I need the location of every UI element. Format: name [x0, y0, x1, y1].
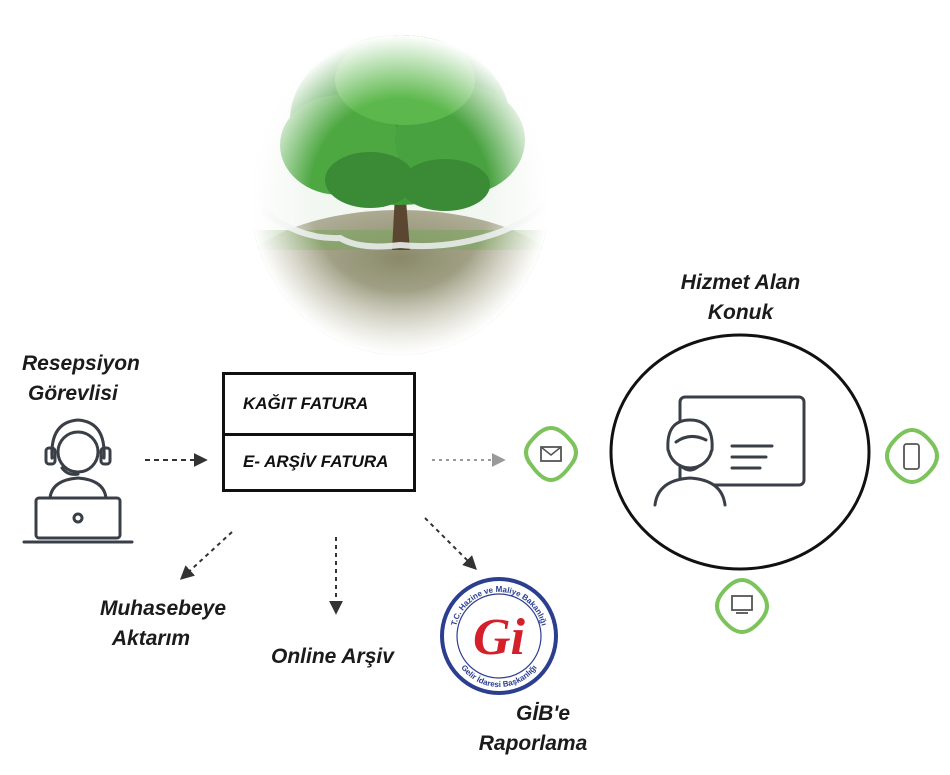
guest-circle [609, 333, 871, 571]
paper-invoice-label: KAĞIT FATURA [243, 394, 369, 413]
gib-reporting-label: GİB'e Raporlama [468, 699, 598, 759]
arrow-to-accounting [179, 531, 233, 580]
email-icon [524, 425, 578, 483]
accounting-label-line2: Aktarım [111, 627, 191, 650]
guest-label-line2: Konuk [707, 301, 774, 324]
gib-logo-letters: Gi [473, 609, 526, 666]
mobile-phone-icon [885, 427, 939, 485]
desktop-monitor-icon [715, 577, 769, 635]
receptionist-headset-icon [22, 418, 134, 544]
invoice-box: KAĞIT FATURA E- ARŞİV FATURA [222, 372, 416, 492]
tablet-guest-icon [653, 395, 806, 507]
tree-globe-image [250, 35, 550, 355]
online-archive-text: Online Arşiv [271, 645, 394, 668]
gib-reporting-line1: GİB'e [515, 702, 570, 725]
accounting-label: Muhasebeye Aktarım [88, 594, 238, 654]
paper-invoice-row: KAĞIT FATURA [225, 375, 413, 436]
earchive-invoice-label: E- ARŞİV FATURA [243, 452, 389, 471]
guest-label: Hizmet Alan Konuk [668, 268, 813, 328]
accounting-label-line1: Muhasebeye [99, 597, 227, 620]
receptionist-label-line1: Resepsiyon [22, 352, 140, 375]
gib-logo: T.C. Hazine ve Maliye Bakanlığı Gelir İd… [440, 577, 558, 695]
receptionist-label-line2: Görevlisi [28, 382, 118, 405]
online-archive-label: Online Arşiv [271, 642, 394, 672]
guest-label-line1: Hizmet Alan [680, 271, 801, 294]
receptionist-label: Resepsiyon Görevlisi [22, 349, 140, 409]
gib-reporting-line2: Raporlama [478, 732, 588, 755]
arrow-to-gib [424, 517, 477, 570]
earchive-invoice-row: E- ARŞİV FATURA [225, 433, 413, 489]
